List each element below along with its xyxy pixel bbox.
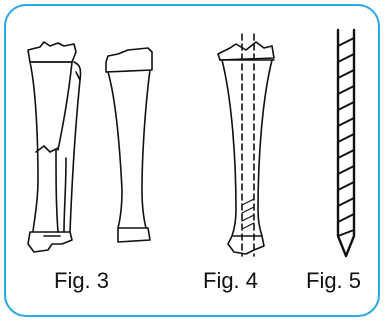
fig3-fractured-tibia-drawing — [28, 42, 81, 252]
figure-caption-fig4: Fig. 4 — [203, 268, 258, 294]
fig4-tibia-with-rod-drawing — [218, 34, 274, 256]
fig5-threaded-rod-drawing — [338, 30, 354, 256]
figure-caption-fig3: Fig. 3 — [54, 268, 109, 294]
figure-caption-fig5: Fig. 5 — [306, 268, 361, 294]
fig3-second-tibia-drawing — [106, 48, 152, 242]
